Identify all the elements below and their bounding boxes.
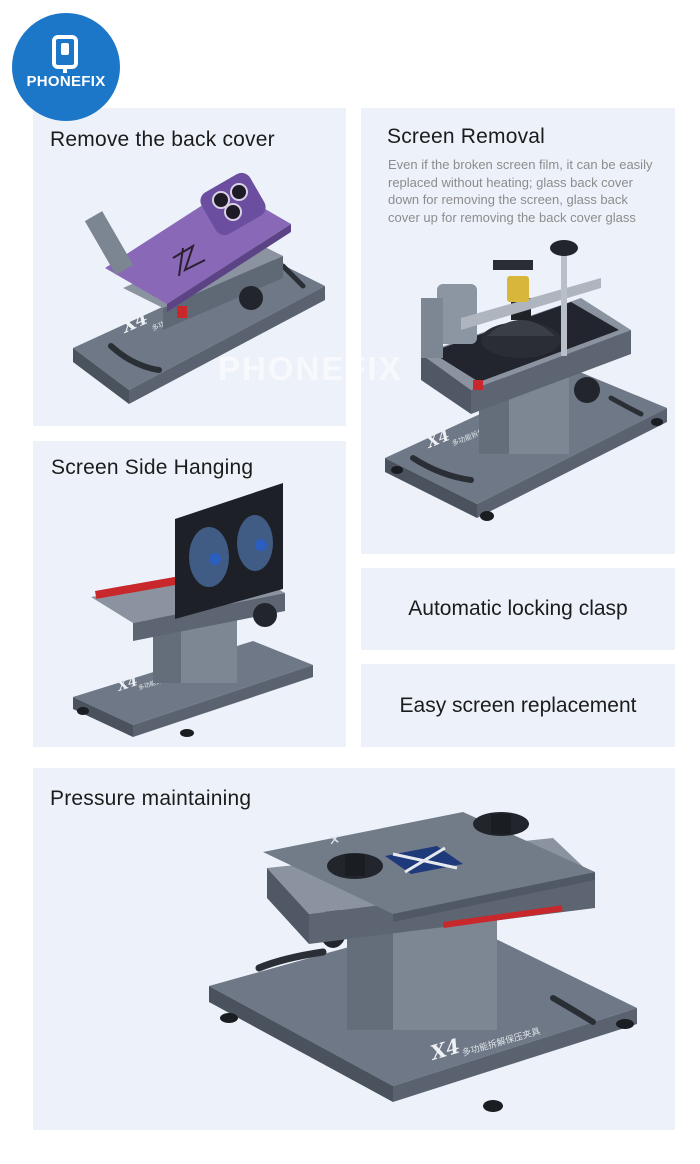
panel-title: Screen Side Hanging [51,456,254,479]
svg-text:✕: ✕ [326,831,342,850]
fixture-illustration: X4 多功能拆解保压夹具 [385,240,667,521]
panel-title: Screen Removal [387,125,546,148]
brand-logo: PHONEFIX [12,13,120,121]
panel-description: Even if the broken screen film, it can b… [388,157,653,225]
panel-easy-screen-replacement: Easy screen replacement [361,664,675,747]
fixture-illustration: X4 多功能拆解保压夹具 [73,172,325,404]
panel-title: Automatic locking clasp [408,597,628,620]
panel-pressure-maintaining: Pressure maintaining X4 多功能拆解保压夹具 ✕ [33,768,675,1130]
fixture-illustration: X4 多功能拆解保压夹具 ✕ [209,812,637,1112]
panel-screen-side-hanging: Screen Side Hanging X4 多功能拆解保压夹具 [33,441,346,747]
brand-name: PHONEFIX [26,73,106,90]
panel-title: Easy screen replacement [399,693,637,717]
wrench-phone-icon [52,35,78,73]
watermark: PHONEFIX [218,350,403,387]
panel-screen-removal: Screen Removal Even if the broken screen… [361,108,675,554]
panel-title: Pressure maintaining [50,787,252,810]
model-mark: X4 [114,673,139,695]
panel-title: Remove the back cover [50,128,275,151]
panel-automatic-locking-clasp: Automatic locking clasp [361,568,675,650]
fixture-illustration: X4 多功能拆解保压夹具 [73,483,313,737]
panel-remove-back-cover: Remove the back cover X4 多功能拆解保压夹具 [33,108,346,426]
